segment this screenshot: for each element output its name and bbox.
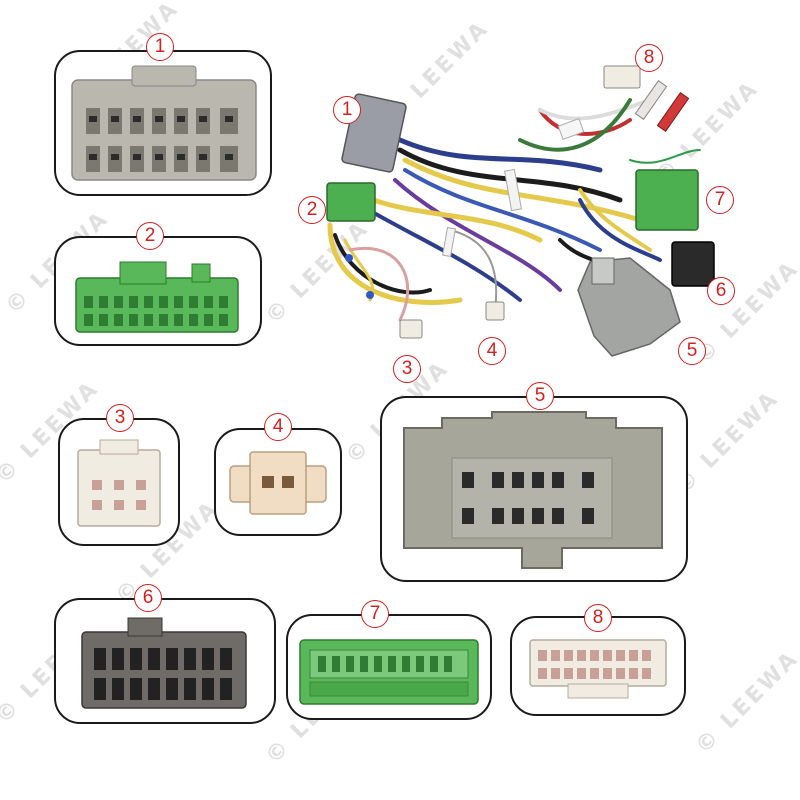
harness-number-4: 4 [478,337,506,365]
connector-5-number: 5 [526,382,554,410]
connector-8-number: 8 [584,604,612,632]
harness-number-6: 6 [707,277,735,305]
connector-1-number: 1 [146,33,174,61]
connector-7-number: 7 [361,600,389,628]
connector-2-panel [54,236,262,346]
green-20pin-connector-image [75,261,239,333]
white-2pin-connector-image [229,451,327,515]
connector-6-panel [54,598,276,724]
connector-4-number: 4 [264,413,292,441]
harness-number-1: 1 [333,96,361,124]
harness-number-2: 2 [298,196,326,224]
watermark: © LEEWA [690,645,800,760]
harness-number-7: 7 [706,186,734,214]
white-6pin-connector-image [77,439,161,527]
black-16pin-connector-image [81,617,247,709]
gray-14pin-connector-image [403,411,663,569]
connector-6-number: 6 [134,584,162,612]
wiring-harness-image [326,65,715,357]
green-connector-image [299,639,479,705]
connector-1-panel [54,50,272,196]
connector-8-panel [510,616,686,716]
harness-number-8: 8 [635,44,663,72]
harness-number-3: 3 [393,355,421,383]
harness-number-5: 5 [678,337,706,365]
connector-7-panel [286,614,492,720]
connector-4-panel [214,428,342,536]
connector-5-panel [380,396,688,582]
connector-2-number: 2 [136,222,164,250]
connector-3-number: 3 [106,404,134,432]
connector-3-panel [58,418,180,546]
white-20pin-connector-image [529,639,667,699]
gray-16pin-connector-image [71,65,257,181]
